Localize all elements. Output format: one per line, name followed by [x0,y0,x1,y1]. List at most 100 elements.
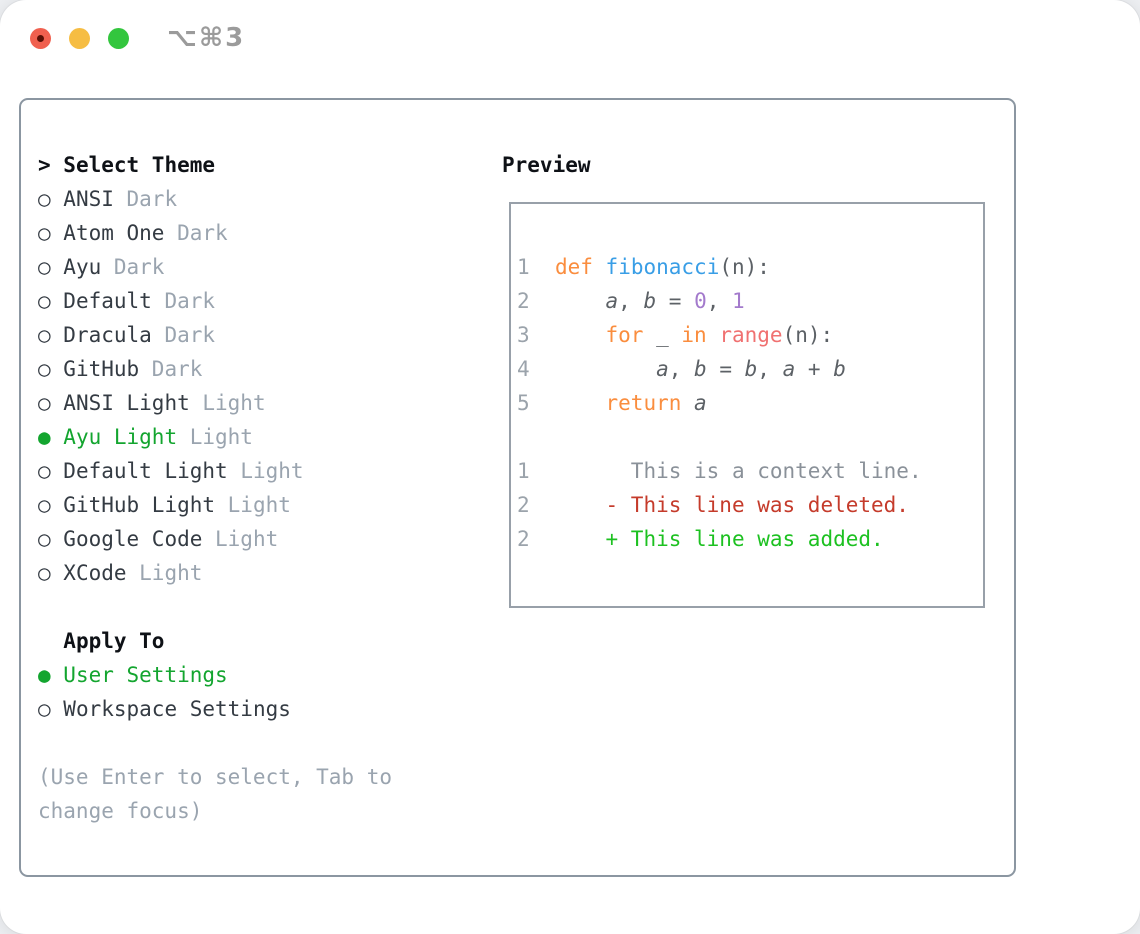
code-token [593,255,606,279]
code-token [530,323,606,347]
theme-variant: Light [215,493,291,517]
theme-variant: Dark [113,187,178,211]
minimize-button[interactable] [69,28,90,49]
code-line: 5 return a [517,386,922,420]
theme-variant: Light [126,561,203,585]
select-theme-header: > Select Theme [38,148,392,182]
code-token: b [744,357,758,381]
theme-variant: Dark [151,323,216,347]
code-line: 1 def fibonacci(n): [517,250,922,284]
code-token: , [668,357,695,381]
theme-option-dracula[interactable]: ○ Dracula Dark [38,318,392,352]
radio-unselected-icon: ○ [38,697,64,721]
radio-unselected-icon: ○ [38,221,64,245]
code-token [681,391,694,415]
code-token: 1 [732,289,745,313]
code-token: + This line was added. [605,527,884,551]
code-line: 3 for _ in range(n): [517,318,922,352]
indent [38,629,63,653]
code-token [707,323,720,347]
code-token [530,527,606,551]
theme-option-ayu-light[interactable]: ● Ayu Light Light [38,420,392,454]
close-button[interactable] [30,28,51,49]
target-option-user-settings[interactable]: ● User Settings [38,658,392,692]
code-token [530,289,606,313]
theme-option-github[interactable]: ○ GitHub Dark [38,352,392,386]
line-number: 3 [517,323,530,347]
spacer [38,590,392,624]
hint-line-2: change focus) [38,794,392,828]
theme-option-atom-one[interactable]: ○ Atom One Dark [38,216,392,250]
code-token: a [605,289,619,313]
theme-variant: Light [177,425,253,449]
code-token: _ [643,323,682,347]
code-line: 4 a, b = b, a + b [517,352,922,386]
code-token: = [656,289,695,313]
radio-unselected-icon: ○ [38,289,64,313]
target-option-workspace-settings[interactable]: ○ Workspace Settings [38,692,392,726]
radio-unselected-icon: ○ [38,493,64,517]
theme-name: XCode [63,561,127,585]
theme-name: GitHub Light [63,493,216,517]
radio-unselected-icon: ○ [38,323,64,347]
theme-option-default[interactable]: ○ Default Dark [38,284,392,318]
hint-text: (Use Enter to select, Tab to [38,765,393,789]
window-title-shortcut: ⌥⌘3 [167,23,246,53]
theme-name: ANSI [63,187,114,211]
theme-name: Ayu [63,255,102,279]
code-line: 2 a, b = 0, 1 [517,284,922,318]
preview-heading: Preview [502,153,591,177]
line-number: 2 [517,289,530,313]
theme-variant: Light [227,459,304,483]
radio-selected-icon: ● [38,425,64,449]
theme-variant: Dark [139,357,203,381]
radio-unselected-icon: ○ [38,527,64,551]
theme-option-ansi-light[interactable]: ○ ANSI Light Light [38,386,392,420]
line-number: 2 [517,527,530,551]
theme-selector: > Select Theme○ ANSI Dark○ Atom One Dark… [38,148,392,828]
code-token: for [605,323,644,347]
theme-option-default-light[interactable]: ○ Default Light Light [38,454,392,488]
theme-name: Atom One [63,221,165,245]
theme-option-xcode[interactable]: ○ XCode Light [38,556,392,590]
theme-option-ansi[interactable]: ○ ANSI Dark [38,182,392,216]
code-token [530,391,606,415]
prompt-icon: > [38,153,64,177]
theme-name: Google Code [63,527,203,551]
theme-variant: Dark [101,255,165,279]
code-token: in [681,323,707,347]
line-number: 1 [517,255,530,279]
theme-variant: Dark [151,289,216,313]
radio-unselected-icon: ○ [38,459,64,483]
code-token: b [694,357,707,381]
radio-unselected-icon: ○ [38,561,64,585]
code-token [530,357,656,381]
main-panel [19,98,1016,877]
target-name: Workspace Settings [63,697,291,721]
theme-option-github-light[interactable]: ○ GitHub Light Light [38,488,392,522]
code-token: , [618,289,644,313]
hint-line-1: (Use Enter to select, Tab to [38,760,392,794]
radio-unselected-icon: ○ [38,391,64,415]
line-number: 4 [517,357,530,381]
radio-unselected-icon: ○ [38,357,64,381]
code-token: - This line was deleted. [605,493,909,517]
code-token [530,255,555,279]
zoom-button[interactable] [108,28,129,49]
code-token: , [757,357,783,381]
theme-name: GitHub [63,357,140,381]
radio-unselected-icon: ○ [38,187,64,211]
theme-option-ayu[interactable]: ○ Ayu Dark [38,250,392,284]
close-button-dot [37,35,44,42]
code-token: a [694,391,707,415]
line-number: 1 [517,459,530,483]
theme-option-google-code[interactable]: ○ Google Code Light [38,522,392,556]
line-number: 5 [517,391,530,415]
apply-to-title: Apply To [63,629,165,653]
code-token: fibonacci [605,255,720,279]
theme-name: Default Light [63,459,228,483]
select-theme-title: Select Theme [63,153,216,177]
